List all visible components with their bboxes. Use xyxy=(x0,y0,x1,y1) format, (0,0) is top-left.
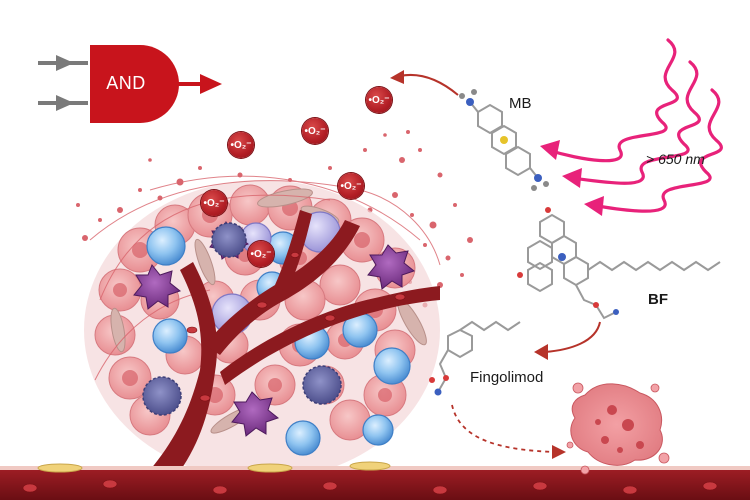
bf-molecule-structure xyxy=(517,207,721,320)
blood-vessel xyxy=(150,210,440,478)
superoxide-radical-icon: •O₂⁻ xyxy=(201,190,227,216)
dying-tumor-cell xyxy=(566,382,670,475)
mb-label: MB xyxy=(509,95,532,112)
floor-vessel xyxy=(0,461,750,500)
light-waves xyxy=(540,38,723,216)
mb-molecule-structure xyxy=(459,89,549,191)
superoxide-radical-icon: •O₂⁻ xyxy=(228,132,254,158)
superoxide-radical-icon: •O₂⁻ xyxy=(338,173,364,199)
arrow-mb-to-radicals xyxy=(390,70,459,96)
wavelength-label: > 650 nm xyxy=(646,151,705,167)
fingolimod-label: Fingolimod xyxy=(470,369,544,386)
superoxide-radical-icon: •O₂⁻ xyxy=(248,241,274,267)
immune-cells xyxy=(133,211,416,456)
fingolimod-molecule-structure xyxy=(429,320,521,396)
and-gate-label: AND xyxy=(106,73,146,93)
nk-cells xyxy=(142,222,342,416)
arrow-bf-to-fingolimod xyxy=(534,321,601,360)
superoxide-radical-icon: •O₂⁻ xyxy=(366,87,392,113)
bf-label: BF xyxy=(648,291,668,308)
arrow-fingolimod-to-cell-death xyxy=(451,404,566,459)
and-gate xyxy=(38,45,222,123)
superoxide-radical-icon: •O₂⁻ xyxy=(302,118,328,144)
